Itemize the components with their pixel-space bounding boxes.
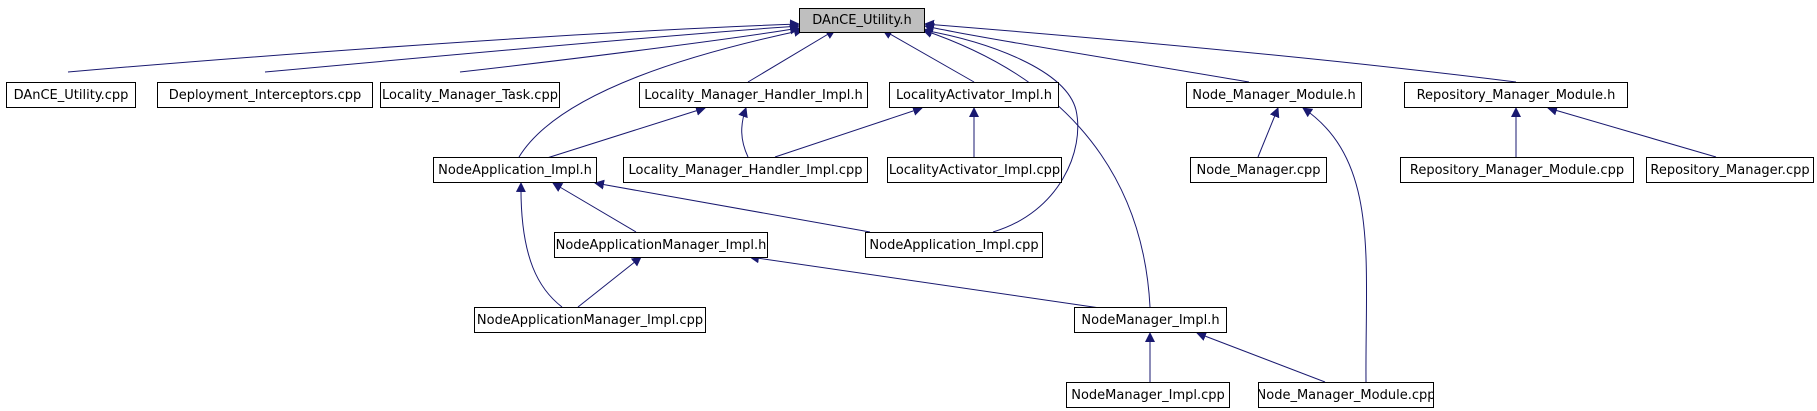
node-node-application-manager-impl-h[interactable]: NodeApplicationManager_Impl.h [554, 232, 768, 258]
node-node-application-impl-cpp[interactable]: NodeApplication_Impl.cpp [865, 232, 1043, 258]
edge-dance-utility-cpp [67, 19, 800, 73]
node-dance-utility-h[interactable]: DAnCE_Utility.h [799, 8, 925, 33]
node-node-application-impl-h[interactable]: NodeApplication_Impl.h [433, 157, 597, 183]
node-deployment-interceptors-cpp[interactable]: Deployment_Interceptors.cpp [157, 82, 373, 108]
edge-deployment-interceptors-cpp [264, 21, 800, 73]
edge-node-application-impl-h-to-lmh-impl-h [546, 105, 706, 159]
edge-node-application-manager-impl-h-to-node-application-impl-h [552, 182, 637, 233]
node-node-application-manager-impl-cpp[interactable]: NodeApplicationManager_Impl.cpp [474, 307, 706, 333]
edge-repository-manager-module-h [924, 19, 1517, 83]
node-locality-activator-impl-cpp[interactable]: LocalityActivator_Impl.cpp [887, 157, 1062, 183]
edge-lmh-impl-cpp-to-lmh-impl-h [738, 107, 749, 158]
edge-node-application-manager-impl-cpp-to-node-application-impl-h [515, 182, 563, 308]
edge-node-application-manager-impl-cpp-to-h [577, 256, 642, 308]
node-dance-utility-cpp[interactable]: DAnCE_Utility.cpp [6, 82, 136, 108]
edge-locality-manager-task-cpp [459, 24, 800, 73]
node-node-manager-impl-cpp[interactable]: NodeManager_Impl.cpp [1066, 382, 1230, 408]
node-locality-activator-impl-h[interactable]: LocalityActivator_Impl.h [889, 82, 1059, 108]
node-node-manager-module-h[interactable]: Node_Manager_Module.h [1186, 82, 1362, 108]
node-repository-manager-module-h[interactable]: Repository_Manager_Module.h [1404, 82, 1628, 108]
node-node-manager-module-cpp[interactable]: Node_Manager_Module.cpp [1258, 382, 1434, 408]
edge-group [67, 19, 1717, 383]
edge-node-application-impl-cpp-to-h [594, 179, 871, 233]
edge-node-application-impl-h [518, 26, 804, 158]
node-locality-manager-handler-impl-h[interactable]: Locality_Manager_Handler_Impl.h [639, 82, 868, 108]
node-repository-manager-module-cpp[interactable]: Repository_Manager_Module.cpp [1400, 157, 1634, 183]
edge-node-manager-cpp [1257, 107, 1280, 158]
edge-node-manager-impl-h [922, 28, 1151, 308]
edge-node-manager-module-h [924, 23, 1250, 83]
node-node-manager-impl-h[interactable]: NodeManager_Impl.h [1074, 307, 1227, 333]
edge-lmh-impl-cpp-to-locality-activator-impl-h [774, 106, 923, 158]
edge-locality-activator-impl-h [882, 29, 975, 83]
node-node-manager-cpp[interactable]: Node_Manager.cpp [1190, 157, 1327, 183]
edge-locality-manager-handler-impl-h [747, 29, 836, 83]
edge-node-manager-module-cpp-to-h [1302, 107, 1368, 383]
edge-node-manager-module-cpp-to-node-manager-impl-h [1196, 331, 1326, 383]
edge-node-manager-impl-h-to-node-application-manager-impl-h [749, 253, 1101, 309]
node-locality-manager-handler-impl-cpp[interactable]: Locality_Manager_Handler_Impl.cpp [623, 157, 868, 183]
edge-repository-manager-cpp [1547, 105, 1717, 158]
edge-node-application-impl-cpp [922, 26, 1079, 233]
node-locality-manager-task-cpp[interactable]: Locality_Manager_Task.cpp [380, 82, 560, 108]
node-repository-manager-cpp[interactable]: Repository_Manager.cpp [1646, 157, 1814, 183]
